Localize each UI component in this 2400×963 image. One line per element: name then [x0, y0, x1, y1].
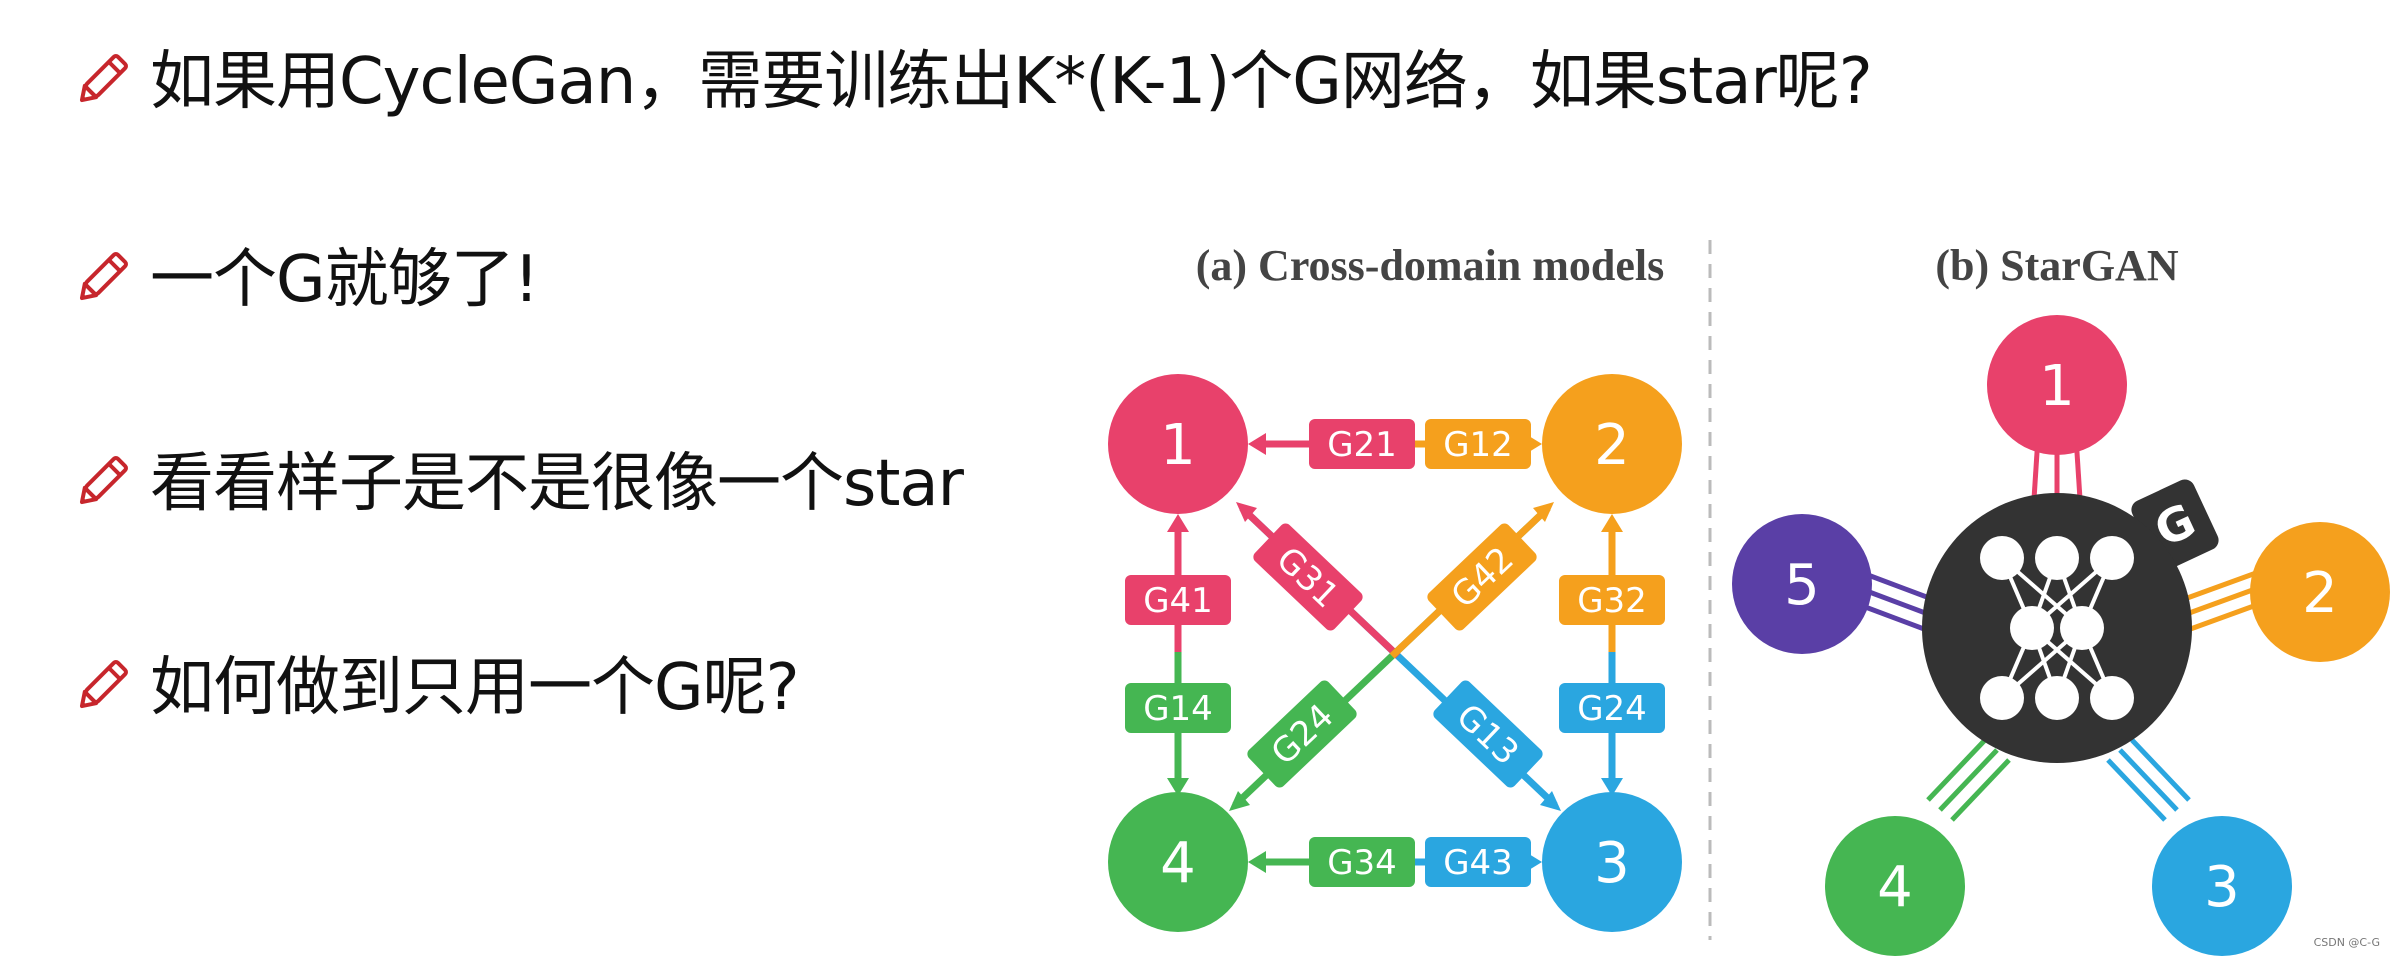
hub-circle	[1922, 493, 2192, 763]
arrowhead	[1229, 791, 1250, 811]
svg-text:4: 4	[1160, 831, 1196, 896]
gen-g32: G32	[1559, 575, 1665, 625]
arrowhead	[1540, 791, 1561, 811]
svg-text:G24: G24	[1577, 689, 1647, 729]
spoke-4	[1926, 738, 2011, 822]
spoke-3	[2106, 738, 2191, 822]
svg-text:G12: G12	[1443, 425, 1513, 465]
svg-text:5: 5	[1784, 553, 1820, 618]
gen-g24: G24	[1247, 680, 1357, 788]
svg-text:G14: G14	[1143, 689, 1213, 729]
gen-g43: G43	[1425, 837, 1531, 887]
svg-text:G21: G21	[1327, 425, 1397, 465]
node-b-3: 3	[2152, 816, 2292, 956]
arrowhead	[1248, 433, 1266, 455]
gen-g13: G13	[1433, 680, 1543, 788]
panel-a-nodes: 1 2 3 4	[1108, 374, 1682, 932]
svg-text:3: 3	[1594, 831, 1630, 896]
node-a-4: 4	[1108, 792, 1248, 932]
svg-text:G41: G41	[1143, 581, 1213, 621]
svg-text:G32: G32	[1577, 581, 1647, 621]
pencil-icon	[79, 54, 128, 103]
node-b-2: 2	[2250, 522, 2390, 662]
watermark: CSDN @C-G	[2313, 936, 2380, 949]
gen-g31: G31	[1253, 523, 1363, 631]
arrowhead	[1167, 778, 1189, 796]
svg-text:G34: G34	[1327, 843, 1397, 883]
bullet-text: 如何做到只用一个G呢?	[150, 651, 800, 725]
bullet-text: 如果用CycleGan，需要训练出K*(K-1)个G网络，如果star呢?	[150, 45, 1873, 119]
arrowhead	[1236, 502, 1257, 522]
gen-g34: G34	[1309, 837, 1415, 887]
bullet-2: 一个G就够了!	[70, 228, 539, 320]
network-nodes	[1980, 536, 2134, 720]
node-b-1: 1	[1987, 315, 2127, 455]
arrowhead	[1601, 514, 1623, 532]
gen-g42: G42	[1427, 523, 1537, 631]
gen-g23: G24	[1559, 683, 1665, 733]
pencil-icon	[79, 660, 128, 709]
gen-g12: G12	[1425, 419, 1531, 469]
generator-hub: G	[1922, 479, 2219, 763]
panel-b-title: (b) StarGAN	[1935, 241, 2178, 290]
bullet-text: 一个G就够了!	[150, 243, 539, 317]
panel-a-edges	[1167, 433, 1623, 873]
node-b-5: 5	[1732, 514, 1872, 654]
bullet-3: 看看样子是不是很像一个star	[70, 432, 964, 524]
arrowhead	[1601, 778, 1623, 796]
svg-text:G43: G43	[1443, 843, 1513, 883]
gen-g41: G41	[1125, 575, 1231, 625]
panel-b-nodes: 1 2 3 4 5	[1732, 315, 2390, 956]
gen-g21: G21	[1309, 419, 1415, 469]
node-a-1: 1	[1108, 374, 1248, 514]
arrowhead	[1533, 502, 1554, 522]
svg-text:2: 2	[1594, 413, 1630, 478]
bullet-text: 看看样子是不是很像一个star	[150, 447, 964, 521]
panel-a-title: (a) Cross-domain models	[1196, 241, 1665, 290]
node-b-4: 4	[1825, 816, 1965, 956]
panel-a-generators: G21 G12 G34 G43 G41 G14 G32 G24	[1125, 419, 1665, 887]
svg-text:4: 4	[1877, 855, 1913, 920]
node-a-2: 2	[1542, 374, 1682, 514]
svg-text:2: 2	[2302, 561, 2338, 626]
arrowhead	[1167, 514, 1189, 532]
pencil-icon	[79, 456, 128, 505]
stargan-figure: (a) Cross-domain models (b) StarGAN	[1108, 240, 2390, 956]
pencil-icon	[79, 252, 128, 301]
gen-g14: G14	[1125, 683, 1231, 733]
node-a-3: 3	[1542, 792, 1682, 932]
svg-text:3: 3	[2204, 855, 2240, 920]
svg-text:1: 1	[2039, 354, 2075, 419]
bullet-4: 如何做到只用一个G呢?	[70, 636, 800, 728]
arrowhead	[1248, 851, 1266, 873]
bullet-1: 如果用CycleGan，需要训练出K*(K-1)个G网络，如果star呢?	[70, 30, 1873, 122]
svg-text:1: 1	[1160, 413, 1196, 478]
